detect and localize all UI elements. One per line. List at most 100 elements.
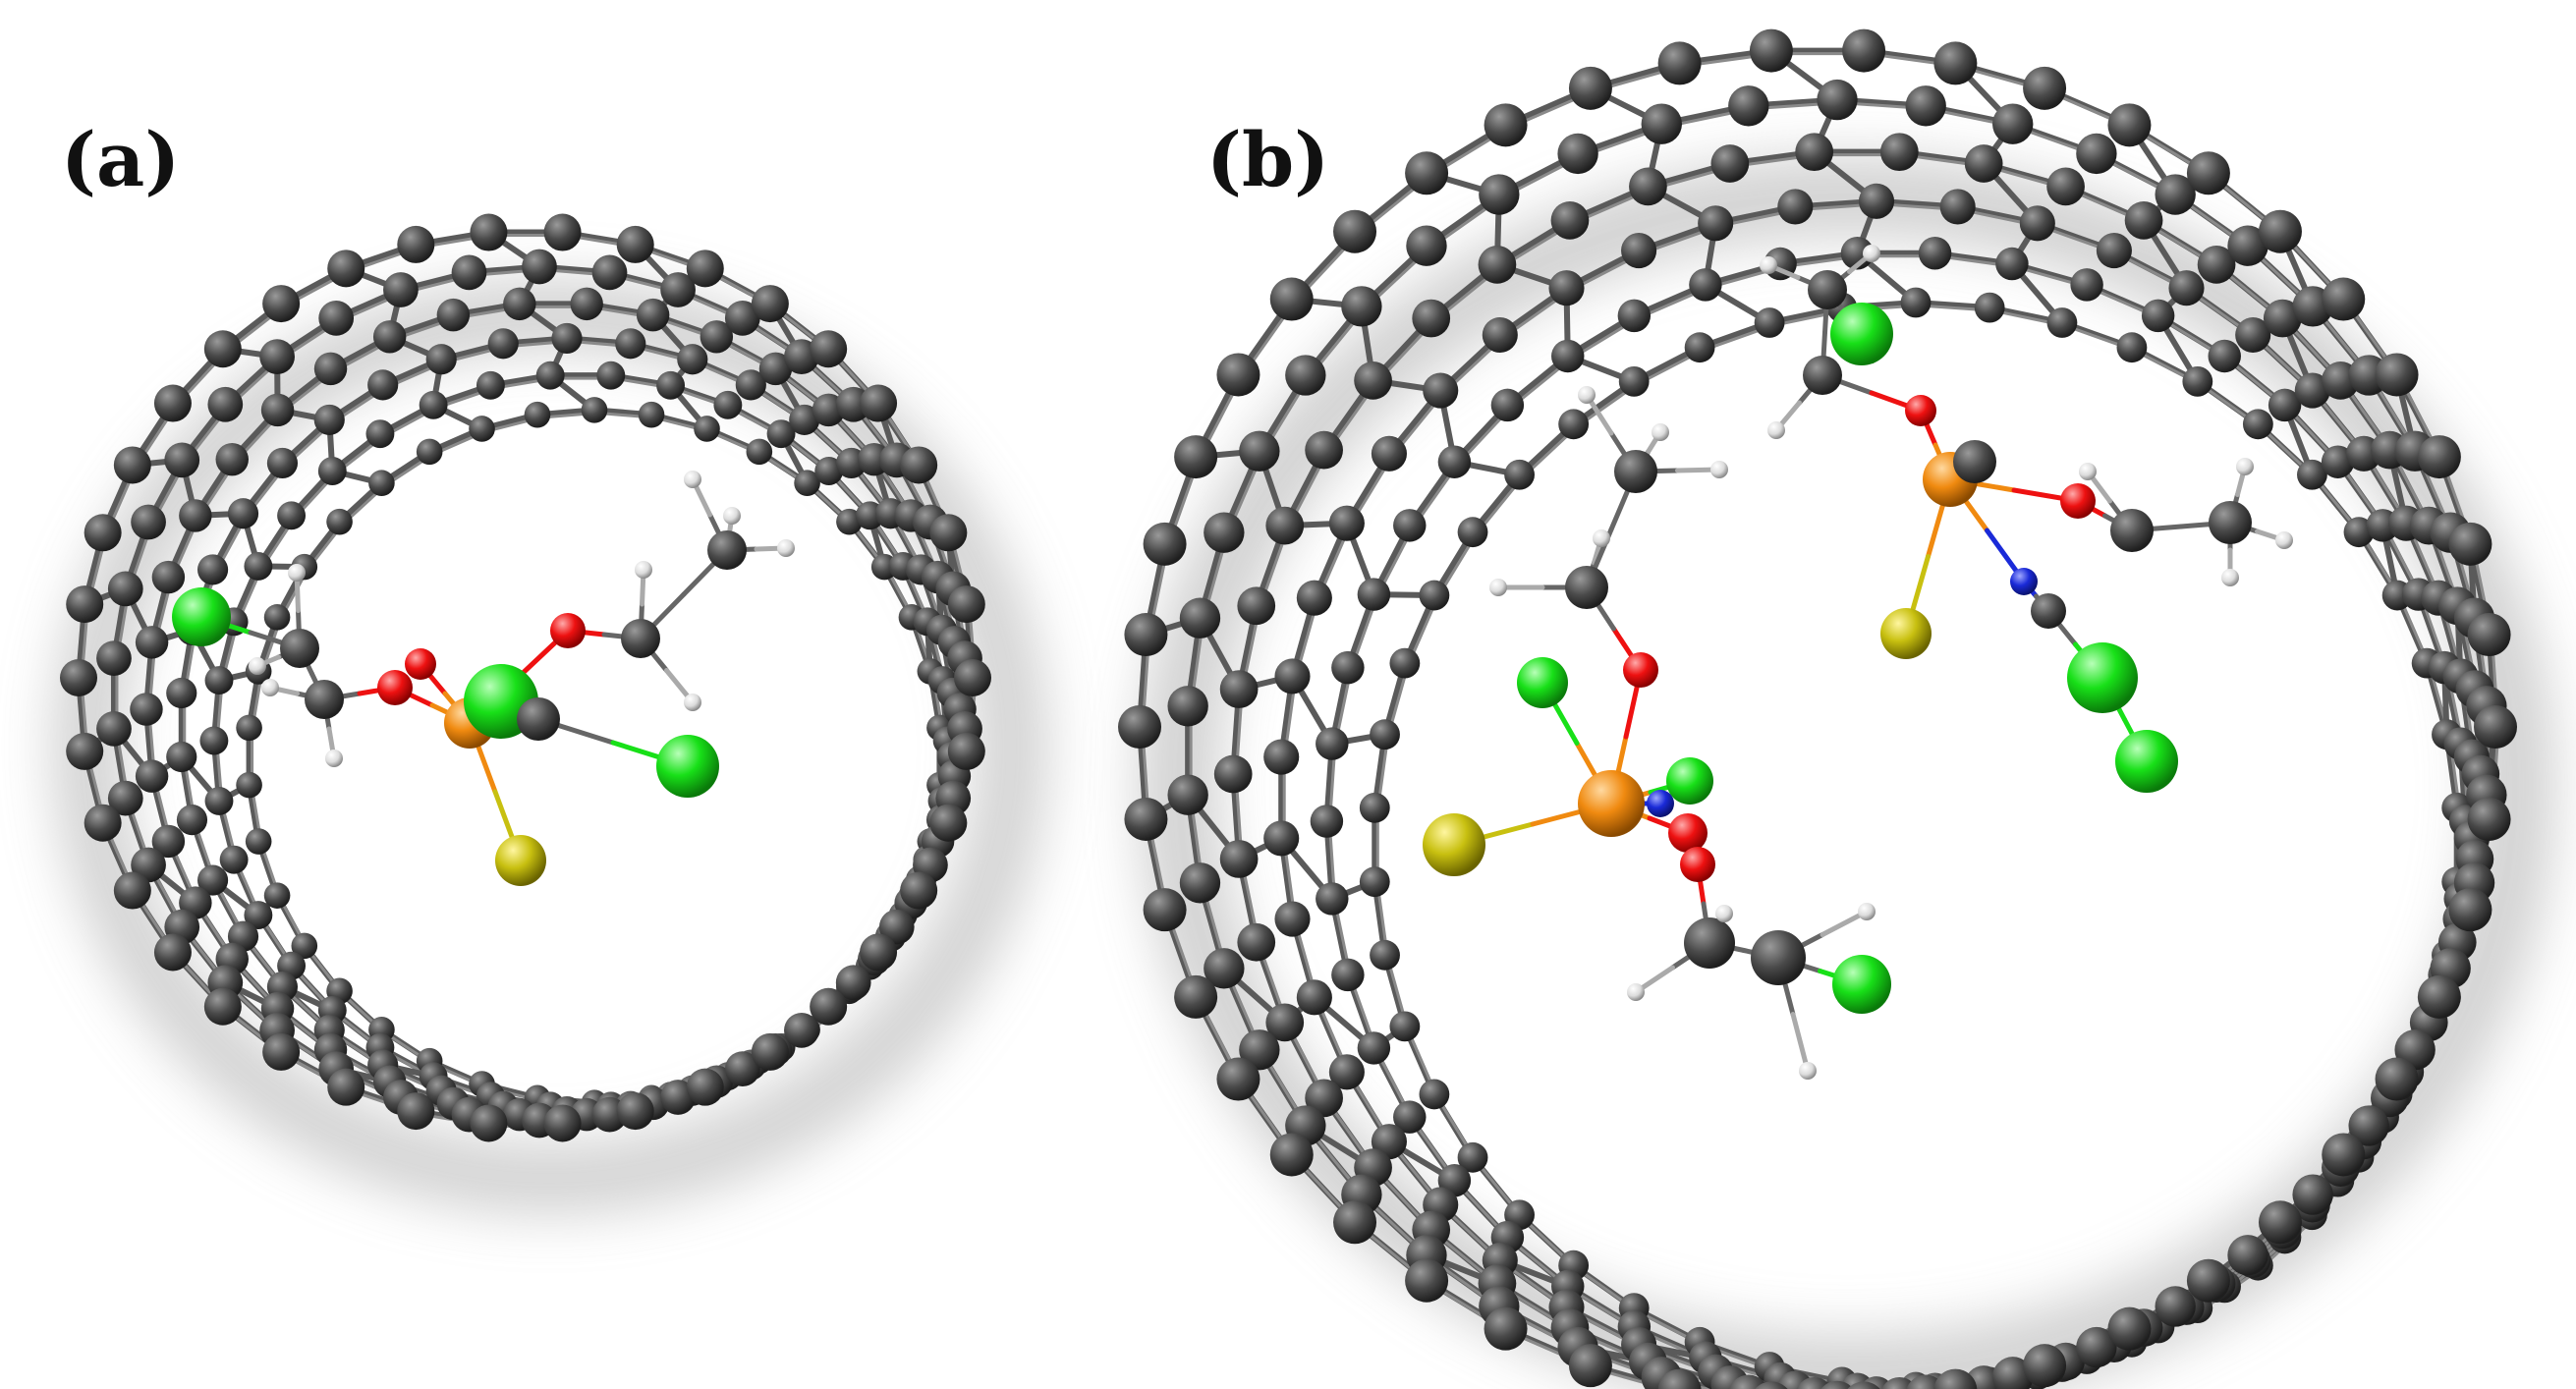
tube-b-carbon-atom	[2197, 246, 2236, 284]
tube-b-carbon-atom	[2046, 167, 2085, 206]
tube-b-carbon-atom	[1341, 286, 1382, 327]
mol-a-oxygen-atom	[377, 670, 413, 705]
tube-a-carbon-atom	[318, 300, 355, 336]
mol-b-hydrogen-atom	[1858, 903, 1876, 920]
tube-a-carbon-atom	[368, 470, 395, 497]
tube-a-carbon-atom	[260, 393, 295, 427]
tube-b-carbon-atom	[2155, 1286, 2196, 1327]
tube-b-carbon-atom	[1143, 888, 1187, 932]
mol-b-carbon-atom	[1751, 930, 1806, 985]
tube-b-carbon-atom	[1269, 1133, 1314, 1177]
tube-a-carbon-atom	[244, 551, 273, 581]
tube-b-carbon-atom	[1551, 339, 1585, 373]
mol-b-oxygen-atom	[1680, 847, 1715, 882]
tube-a-carbon-atom	[751, 285, 789, 323]
mol-a-oxygen-atom	[550, 613, 586, 648]
tube-a-carbon-atom	[96, 640, 132, 676]
tube-a-carbon-atom	[96, 711, 132, 747]
mol-b-hydrogen-atom	[1710, 461, 1728, 478]
tube-b-carbon-atom	[1698, 205, 1734, 242]
tube-b-carbon-atom	[2107, 103, 2152, 147]
tube-a-carbon-atom	[204, 786, 234, 815]
tube-a-carbon-atom	[262, 285, 301, 323]
tube-b-carbon-atom	[1939, 189, 1976, 225]
mol-a-chlorine-atom	[656, 735, 719, 798]
tube-b-carbon-atom	[1216, 1057, 1260, 1101]
tube-a-carbon-atom	[686, 1068, 724, 1106]
tube-b-carbon-atom	[1820, 1380, 1854, 1389]
tube-a-carbon-atom	[196, 554, 229, 585]
tube-b-carbon-atom	[1237, 586, 1276, 626]
tube-b-carbon-atom	[1905, 85, 1946, 127]
tube-b-carbon-atom	[1265, 1003, 1305, 1042]
tube-b-carbon-atom	[2322, 277, 2366, 321]
tube-a-carbon-atom	[746, 438, 773, 466]
tube-a-carbon-atom	[810, 330, 848, 368]
molecule-b	[1423, 245, 2293, 1080]
tube-b-carbon-atom	[1405, 1258, 1449, 1303]
tube-a-carbon-atom	[166, 741, 197, 773]
tube-a-carbon-atom	[397, 1092, 435, 1131]
tube-b-carbon-atom	[2124, 201, 2163, 240]
tube-b-carbon-atom	[1371, 435, 1407, 472]
tube-a-carbon-atom	[196, 864, 229, 896]
mol-b-chlorine-atom	[1832, 955, 1891, 1014]
tube-a-carbon-atom	[107, 571, 143, 607]
tube-b-carbon-atom	[1568, 66, 1612, 110]
tube-b-carbon-atom	[1995, 247, 2029, 281]
tube-a-carbon-atom	[814, 457, 844, 485]
mol-b-chlorine-atom	[1517, 657, 1568, 708]
tube-b-carbon-atom	[1219, 670, 1259, 708]
tube-b-carbon-atom	[1274, 658, 1311, 694]
tube-a-carbon-atom	[244, 901, 273, 930]
tube-a-carbon-atom	[751, 1032, 789, 1071]
mol-a-hydrogen-atom	[635, 561, 652, 579]
tube-b-carbon-atom	[2046, 307, 2078, 338]
tube-a-carbon-atom	[291, 932, 318, 960]
tube-b-carbon-atom	[2375, 1057, 2419, 1101]
tube-b-carbon-atom	[1393, 1100, 1427, 1134]
tube-a-carbon-atom	[686, 250, 724, 288]
tube-a-carbon-atom	[135, 626, 169, 659]
mol-b-carbon-atom	[1614, 450, 1657, 493]
tube-a-carbon-atom	[207, 386, 244, 422]
tube-b-carbon-atom	[1484, 1306, 1528, 1351]
tube-a-carbon-atom	[425, 344, 457, 375]
tube-b-carbon-atom	[1296, 580, 1332, 616]
tube-b-carbon-atom	[2070, 268, 2103, 302]
tube-b-carbon-atom	[2321, 445, 2355, 478]
tube-b-carbon-atom	[1389, 647, 1421, 679]
tube-b-carbon-atom	[1684, 332, 1715, 363]
tube-b-carbon-atom	[1419, 1079, 1450, 1110]
tube-b-carbon-atom	[1219, 840, 1259, 878]
tube-b-carbon-atom	[1548, 270, 1585, 306]
tube-b-carbon-atom	[1333, 1200, 1377, 1245]
tube-b-carbon-atom	[1333, 209, 1377, 253]
tube-a-carbon-atom	[245, 828, 272, 855]
tube-a-carbon-atom	[84, 514, 122, 552]
tube-b-carbon-atom	[1412, 299, 1451, 338]
mol-b-hydrogen-atom	[1715, 905, 1733, 922]
tube-a-carbon-atom	[164, 442, 200, 478]
tube-b-carbon-atom	[1657, 41, 1702, 85]
tube-a-carbon-atom	[470, 213, 508, 251]
tube-b-carbon-atom	[1478, 246, 1517, 284]
mol-b-hydrogen-atom	[2275, 531, 2293, 549]
tube-a-carbon-atom	[107, 780, 143, 816]
tube-a-carbon-atom	[638, 401, 665, 428]
tube-a-carbon-atom	[900, 871, 938, 910]
mol-b-hydrogen-atom	[2079, 463, 2097, 480]
tube-a-carbon-atom	[416, 438, 443, 466]
mol-a-hydrogen-atom	[249, 657, 266, 675]
mol-b-hydrogen-atom	[1767, 421, 1785, 439]
tube-b-carbon-atom	[1393, 509, 1427, 542]
tube-b-carbon-atom	[1749, 28, 1793, 73]
mol-a-hydrogen-atom	[684, 694, 701, 711]
tube-a-carbon-atom	[263, 604, 291, 631]
tube-a-carbon-atom	[570, 287, 603, 321]
tube-a-carbon-atom	[503, 287, 536, 321]
tube-a-carbon-atom	[451, 254, 487, 291]
tube-b-carbon-atom	[1423, 372, 1459, 409]
tube-b-carbon-atom	[1174, 974, 1218, 1019]
tube-a-carbon-atom	[724, 1051, 760, 1087]
